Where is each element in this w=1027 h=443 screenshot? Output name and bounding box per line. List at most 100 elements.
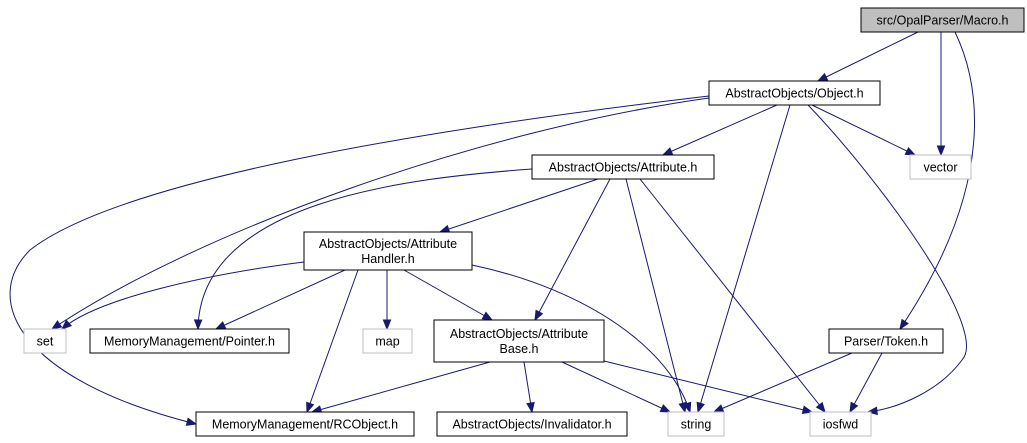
node-box: [809, 411, 872, 437]
node-label: Base.h: [500, 342, 539, 356]
edge-arrowhead: [185, 417, 198, 426]
edge-attr_handler-to-string: [471, 264, 692, 414]
edge-macro-to-vector: [936, 32, 946, 157]
edge-arrowhead: [696, 401, 705, 414]
edge-arrowhead: [481, 311, 494, 321]
node-set: set: [23, 328, 67, 354]
edge-line: [817, 31, 919, 82]
edge-line: [811, 104, 916, 156]
edge-arrowhead: [60, 319, 72, 330]
edge-line: [625, 178, 686, 413]
edge-arrowhead: [306, 401, 315, 414]
node-label: AbstractObjects/Attribute: [319, 237, 457, 251]
node-macro[interactable]: src/OpalParser/Macro.h: [860, 7, 1025, 33]
edge-object-to-iosfwd: [807, 104, 967, 416]
edge-arrowhead: [534, 309, 544, 322]
node-label: AbstractObjects/Invalidator.h: [452, 418, 611, 432]
node-box: [708, 80, 881, 106]
edge-arrowhead: [682, 401, 692, 414]
node-label: map: [375, 335, 399, 349]
node-rcobject[interactable]: MemoryManagement/RCObject.h: [195, 411, 415, 437]
edge-line: [403, 269, 493, 321]
edge-attr_handler-to-attr_base: [403, 269, 494, 321]
edge-line: [534, 178, 611, 321]
edge-line: [849, 352, 883, 413]
node-label: vector: [923, 161, 957, 175]
node-box: [303, 231, 473, 271]
edge-line: [306, 269, 359, 413]
edge-line: [899, 31, 975, 330]
node-label: MemoryManagement/RCObject.h: [212, 418, 398, 432]
node-box: [667, 411, 725, 437]
node-box: [433, 319, 605, 363]
node-label: AbstractObjects/Attribute.h: [549, 161, 698, 175]
node-box: [531, 154, 715, 180]
node-box: [909, 154, 972, 180]
edge-object-to-set: [50, 97, 710, 330]
node-label: AbstractObjects/Object.h: [725, 87, 863, 101]
edge-arrowhead: [50, 320, 63, 330]
edge-arrowhead: [866, 406, 878, 416]
node-invalidator[interactable]: AbstractObjects/Invalidator.h: [436, 411, 628, 437]
edge-line: [697, 104, 791, 413]
edge-arrowhead: [659, 404, 672, 413]
node-map: map: [362, 328, 413, 354]
node-object[interactable]: AbstractObjects/Object.h: [708, 80, 881, 106]
edge-macro-to-token: [899, 31, 975, 331]
edge-attr_base-to-string: [561, 361, 672, 413]
edge-attribute-to-iosfwd: [639, 178, 826, 414]
edge-token-to-iosfwd: [849, 352, 883, 414]
edge-line: [215, 269, 346, 330]
edge-attr_base-to-invalidator: [523, 361, 535, 414]
edge-line: [561, 361, 671, 413]
edge-line: [61, 261, 305, 330]
edge-line: [713, 352, 853, 413]
node-box: [23, 328, 67, 354]
edge-attr_handler-to-set: [60, 261, 305, 330]
edge-attr_handler-to-map: [382, 270, 392, 331]
edge-arrowhead: [815, 401, 826, 414]
edge-line: [639, 178, 826, 413]
edge-arrowhead: [526, 401, 535, 414]
edge-arrowhead: [936, 145, 946, 157]
nodes-layer: src/OpalParser/Macro.hAbstractObjects/Ob…: [23, 7, 1025, 437]
node-box: [828, 328, 944, 354]
node-label: src/OpalParser/Macro.h: [877, 14, 1009, 28]
node-string: string: [667, 411, 725, 437]
edge-object-to-string: [696, 104, 791, 414]
edge-attribute-to-attr_base: [534, 178, 611, 322]
edge-line: [9, 95, 710, 425]
node-vector: vector: [909, 154, 972, 180]
edge-line: [197, 168, 533, 330]
node-box: [195, 411, 415, 437]
node-iosfwd: iosfwd: [809, 411, 872, 437]
edge-arrowhead: [193, 319, 203, 331]
edge-attribute-to-attr_handler: [438, 178, 599, 234]
edge-line: [439, 178, 599, 233]
edge-line: [311, 361, 491, 413]
node-box: [362, 328, 413, 354]
edge-arrowhead: [382, 319, 392, 331]
edge-object-to-rcobject: [9, 95, 710, 426]
edge-arrowhead: [899, 318, 909, 331]
edge-line: [662, 104, 778, 156]
node-label: MemoryManagement/Pointer.h: [104, 335, 275, 349]
edge-line: [599, 359, 813, 413]
node-token[interactable]: Parser/Token.h: [828, 328, 944, 354]
node-label: Handler.h: [361, 252, 415, 266]
edge-line: [807, 104, 967, 413]
node-pointer[interactable]: MemoryManagement/Pointer.h: [89, 328, 290, 354]
node-attribute[interactable]: AbstractObjects/Attribute.h: [531, 154, 715, 180]
node-label: string: [681, 418, 712, 432]
node-box: [860, 7, 1025, 33]
node-box: [436, 411, 628, 437]
edge-line: [51, 97, 710, 330]
edges-layer: [9, 31, 975, 426]
node-label: iosfwd: [823, 418, 858, 432]
node-label: AbstractObjects/Attribute: [450, 327, 588, 341]
edge-line: [471, 264, 691, 413]
node-box: [89, 328, 290, 354]
